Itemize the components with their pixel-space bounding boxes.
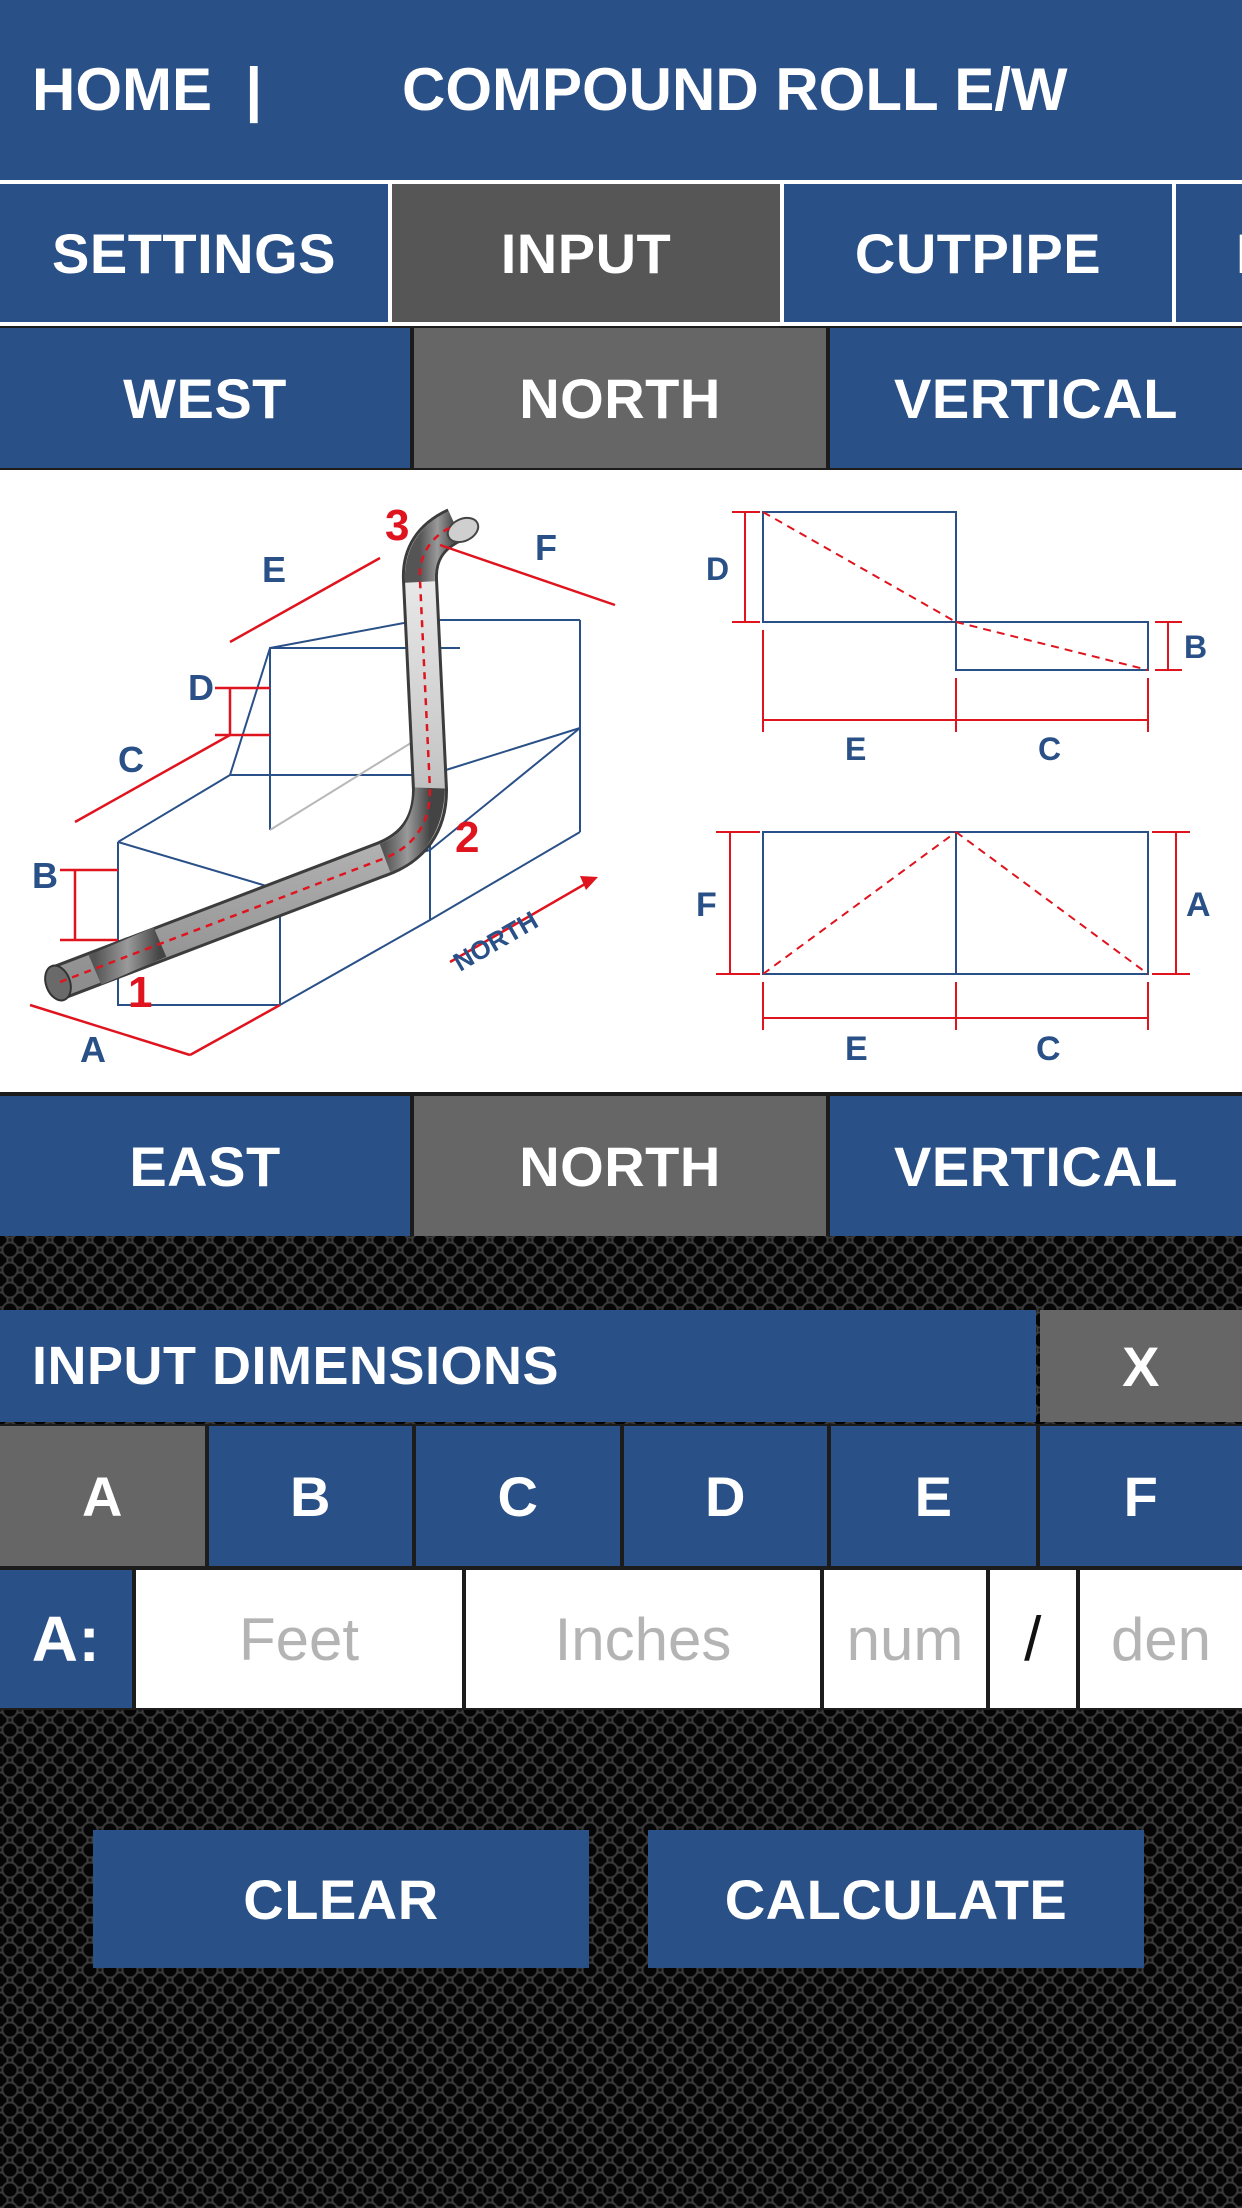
direction-row-bottom: EAST NORTH VERTICAL [0,1092,1242,1236]
inches-input[interactable] [466,1570,820,1708]
dir-top-vertical-button[interactable]: VERTICAL [830,328,1242,468]
clear-button[interactable]: CLEAR [93,1830,589,1968]
field-label: A: [0,1570,132,1708]
elev-label-a: A [1186,886,1211,924]
app-header: HOME | COMPOUND ROLL E/W [0,0,1242,180]
direction-row-top: WEST NORTH VERTICAL [0,326,1242,470]
calculate-button[interactable]: CALCULATE [648,1830,1144,1968]
panel-title: INPUT DIMENSIONS [0,1310,1036,1422]
dir-bottom-vertical-button[interactable]: VERTICAL [830,1096,1242,1236]
point-label-2: 2 [455,813,479,862]
plan-label-d: D [706,551,729,587]
header-separator: | [245,56,263,123]
iso-label-e: E [262,549,286,590]
iso-label-b: B [32,855,58,896]
elevation-view [762,831,1149,975]
iso-labels: A B C D E F 1 2 3 NORTH [32,501,557,1070]
elev-label-c: C [1036,1030,1061,1068]
plan-label-c: C [1038,731,1061,767]
pipe-diagram: A B C D E F 1 2 3 NORTH [0,470,1242,1092]
fraction-slash: / [990,1570,1076,1708]
dir-top-north-button[interactable]: NORTH [414,328,826,468]
dim-b-button[interactable]: B [209,1426,412,1566]
plan-view [762,511,1149,671]
tab-settings[interactable]: SETTINGS [0,184,388,322]
point-label-3: 3 [385,501,409,550]
feet-input[interactable] [136,1570,462,1708]
dim-a-button[interactable]: A [0,1426,205,1566]
dim-f-button[interactable]: F [1040,1426,1242,1566]
iso-label-a: A [80,1029,106,1070]
iso-label-c: C [118,739,144,780]
plan-label-b: B [1184,629,1207,665]
dim-c-button[interactable]: C [416,1426,620,1566]
numerator-input[interactable] [824,1570,986,1708]
north-arrowhead [580,876,598,890]
home-link[interactable]: HOME | [32,56,263,123]
tab-cutpipe[interactable]: CUTPIPE [784,184,1172,322]
dir-top-west-button[interactable]: WEST [0,328,410,468]
tab-bar: SETTINGS INPUT CUTPIPE I [0,180,1242,326]
iso-label-d: D [188,667,214,708]
dimension-lines [29,543,616,1057]
close-button[interactable]: X [1040,1310,1242,1422]
denominator-input[interactable] [1080,1570,1242,1708]
tab-more[interactable]: I [1176,184,1242,322]
dimension-selector: A B C D E F [0,1424,1242,1568]
north-label: NORTH [448,905,543,977]
elev-label-f: F [696,886,717,924]
dim-e-button[interactable]: E [831,1426,1036,1566]
tab-input[interactable]: INPUT [392,184,780,322]
point-label-1: 1 [128,968,152,1017]
pipe-drawing [44,508,480,1002]
elev-label-e: E [845,1030,868,1068]
pipe-diagram-svg: A B C D E F 1 2 3 NORTH [29,501,1211,1070]
iso-label-f: F [535,527,557,568]
page-title: COMPOUND ROLL E/W [402,56,1068,123]
dir-bottom-north-button[interactable]: NORTH [414,1096,826,1236]
dim-d-button[interactable]: D [624,1426,827,1566]
dir-bottom-east-button[interactable]: EAST [0,1096,410,1236]
plan-label-e: E [845,731,866,767]
